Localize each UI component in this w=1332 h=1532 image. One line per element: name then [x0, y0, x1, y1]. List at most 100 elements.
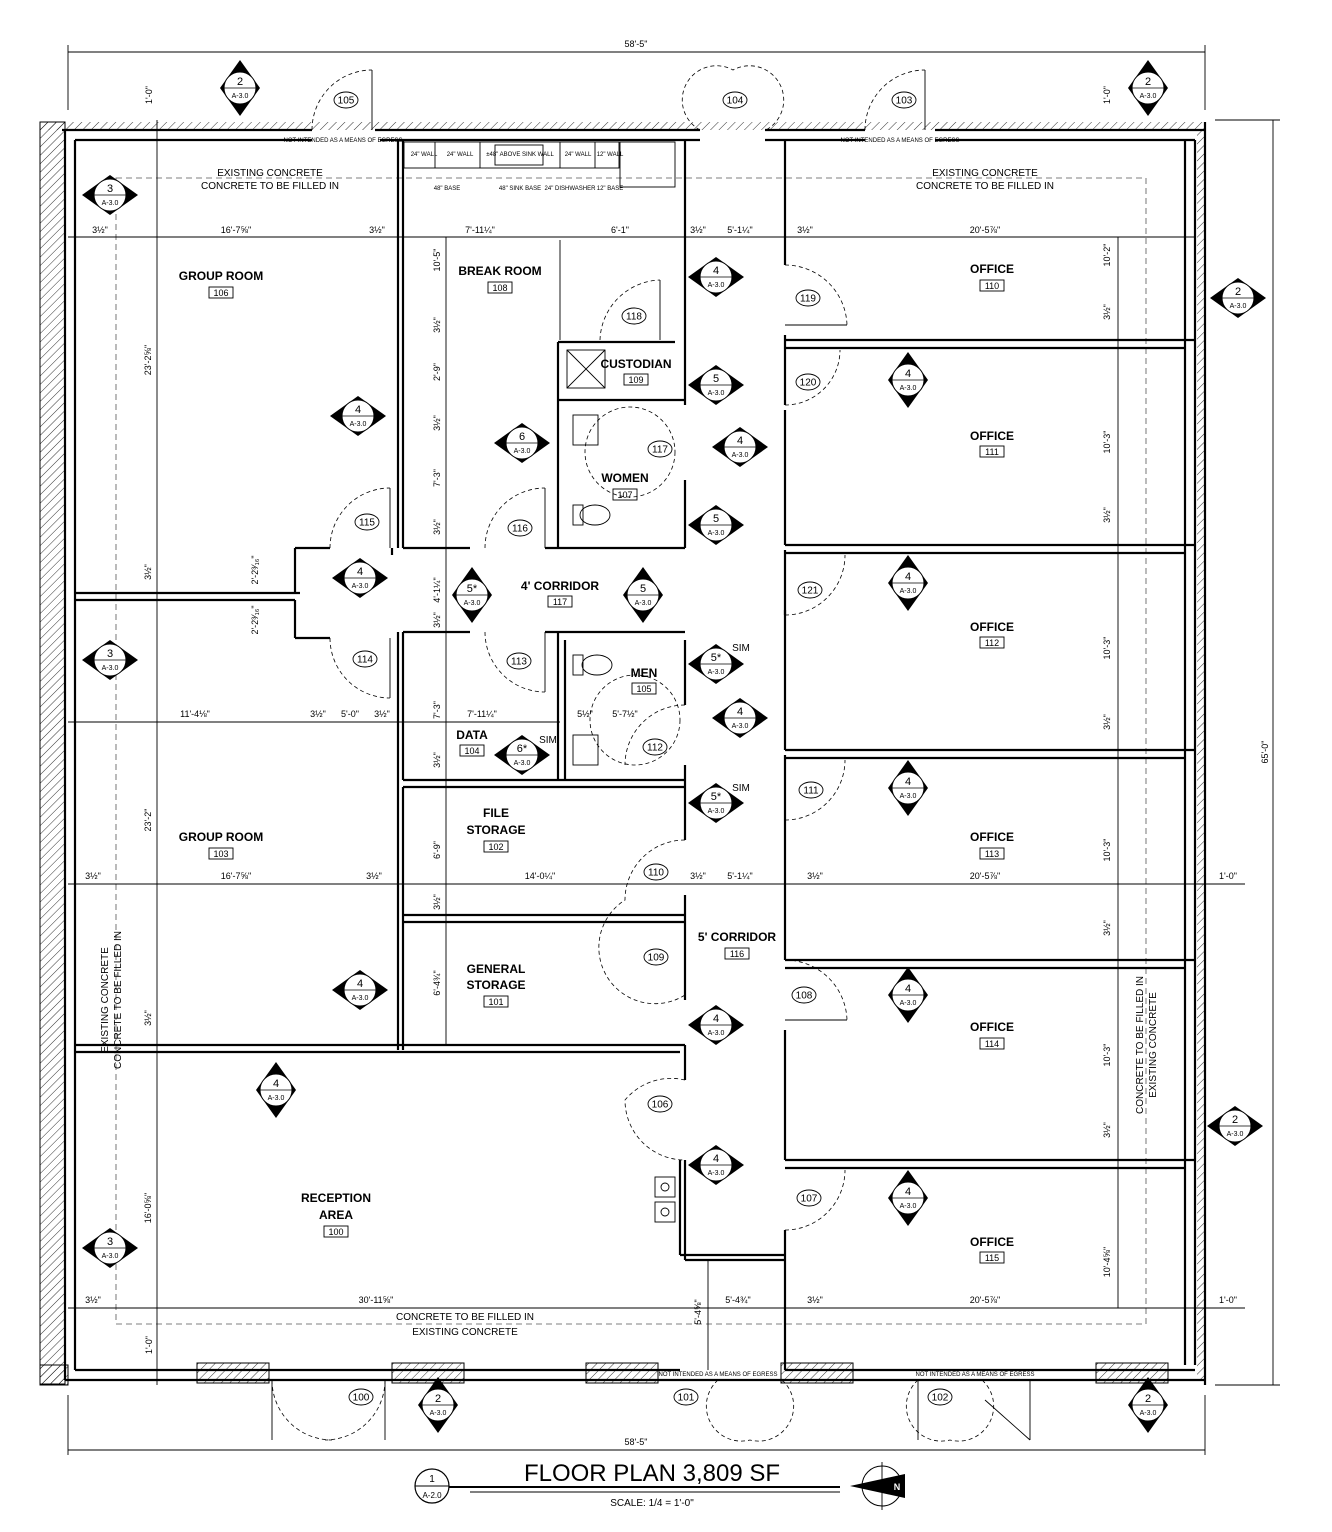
exterior-walls — [39, 121, 1207, 1386]
dim-text: 6'-4¾" — [432, 970, 442, 995]
egress-note: NOT INTENDED AS A MEANS OF EGRESS — [841, 138, 960, 144]
dim-text: 7'-11¼" — [465, 225, 495, 235]
dim-text: 3½" — [1102, 304, 1112, 320]
dim-text: 5'-1¼" — [727, 225, 752, 235]
svg-text:A-3.0: A-3.0 — [708, 1030, 725, 1037]
note-line: CONCRETE TO BE FILLED IN — [113, 931, 124, 1069]
section-marker-3: 3A-3.0 — [82, 640, 138, 680]
svg-text:117: 117 — [553, 597, 567, 607]
note-line: CONCRETE TO BE FILLED IN — [1135, 976, 1146, 1114]
dim-text: 3½" — [310, 709, 326, 719]
title-detail-num: 1 — [429, 1474, 435, 1485]
casework-label: 24" WALL — [447, 152, 474, 158]
svg-text:A-3.0: A-3.0 — [1230, 303, 1247, 310]
svg-text:5: 5 — [713, 373, 719, 385]
door-tag-115: 115 — [354, 513, 380, 531]
overall-dimensions: 58'-5" 58'-5" 65'-0" — [625, 39, 1270, 1447]
svg-text:6: 6 — [519, 431, 525, 443]
dimension-texts: 1'-0" 1'-0" 3½" 16'-7⅝" 3½" 7'-11¼" 6'-1… — [85, 86, 1237, 1354]
section-marker-5star: 5*A-3.0 — [688, 783, 744, 823]
svg-text:A-3.0: A-3.0 — [514, 760, 531, 767]
dim-text: 1'-0" — [1219, 1295, 1237, 1305]
door-tag-118: 118 — [621, 307, 647, 325]
door-tag-100: 100 — [348, 1388, 374, 1406]
svg-text:A-3.0: A-3.0 — [268, 1095, 285, 1102]
note-line: CONCRETE TO BE FILLED IN — [201, 181, 339, 192]
door-tag-114: 114 — [352, 650, 378, 668]
note-line: EXISTING CONCRETE — [932, 168, 1038, 179]
section-marker-4: 4A-3.0 — [688, 1005, 744, 1045]
dim-text: 20'-5⅞" — [970, 871, 1000, 881]
svg-text:5*: 5* — [467, 583, 478, 595]
section-marker-4: 4A-3.0 — [888, 555, 928, 611]
dim-text: 7'-11¼" — [467, 709, 497, 719]
dim-text: 2'-2³⁄₁₆" — [250, 605, 260, 634]
svg-text:OFFICE: OFFICE — [970, 1020, 1014, 1034]
dim-text: 1'-0" — [1219, 871, 1237, 881]
svg-text:112: 112 — [985, 638, 999, 648]
concrete-note-top-left: EXISTING CONCRETE CONCRETE TO BE FILLED … — [201, 168, 339, 192]
svg-text:4: 4 — [713, 1153, 719, 1165]
svg-text:GROUP ROOM: GROUP ROOM — [179, 269, 263, 283]
dimension-lines — [67, 45, 1280, 1455]
dim-text: 7'-3" — [432, 469, 442, 487]
svg-text:N: N — [894, 1482, 901, 1492]
svg-text:A-3.0: A-3.0 — [732, 723, 749, 730]
section-marker-3: 3A-3.0 — [82, 1228, 138, 1268]
svg-text:5' CORRIDOR: 5' CORRIDOR — [698, 930, 777, 944]
svg-text:105: 105 — [338, 96, 355, 107]
svg-text:117: 117 — [652, 445, 668, 456]
door-tag-105: 105 — [333, 91, 359, 109]
svg-text:4: 4 — [355, 404, 361, 416]
svg-text:2: 2 — [1235, 286, 1241, 298]
section-marker-5: 5A-3.0 — [688, 505, 744, 545]
svg-text:5*: 5* — [711, 791, 722, 803]
note-line: CONCRETE TO BE FILLED IN — [916, 181, 1054, 192]
svg-text:A-3.0: A-3.0 — [352, 583, 369, 590]
svg-text:121: 121 — [802, 586, 819, 597]
svg-text:OFFICE: OFFICE — [970, 429, 1014, 443]
svg-text:FILE: FILE — [483, 806, 509, 820]
svg-text:A-3.0: A-3.0 — [350, 421, 367, 428]
room-men-105: MEN 105 — [631, 666, 658, 695]
dim-text: 3½" — [797, 225, 813, 235]
interior-walls — [75, 140, 1195, 1370]
svg-text:108: 108 — [796, 991, 813, 1002]
svg-text:MEN: MEN — [631, 666, 658, 680]
dim-text: 10'-2" — [1102, 244, 1112, 267]
svg-text:105: 105 — [636, 684, 651, 694]
svg-text:107: 107 — [801, 1194, 818, 1205]
door-swings — [271, 65, 1031, 1442]
svg-text:2: 2 — [1145, 76, 1151, 88]
dim-text: 10'-5" — [432, 249, 442, 272]
svg-text:114: 114 — [357, 655, 373, 666]
svg-text:4: 4 — [357, 978, 363, 990]
svg-text:106: 106 — [652, 1100, 669, 1111]
concrete-note-left: EXISTING CONCRETE CONCRETE TO BE FILLED … — [100, 931, 124, 1069]
door-tag-103: 103 — [891, 91, 917, 109]
svg-text:6*: 6* — [517, 743, 528, 755]
dim-text: 3½" — [143, 564, 153, 580]
svg-text:A-3.0: A-3.0 — [514, 448, 531, 455]
dim-text: 2'-9" — [432, 363, 442, 381]
casework — [403, 141, 676, 1223]
svg-text:115: 115 — [985, 1253, 999, 1263]
dim-text: 10'-3" — [1102, 637, 1112, 660]
svg-text:100: 100 — [353, 1393, 370, 1404]
title-block: 1 A-2.0 FLOOR PLAN 3,809 SF SCALE: 1/4 =… — [414, 1460, 840, 1509]
door-tag-110: 110 — [643, 863, 669, 881]
title-detail-sheet: A-2.0 — [422, 1491, 442, 1500]
svg-text:4: 4 — [737, 435, 743, 447]
svg-text:DATA: DATA — [456, 728, 488, 742]
casework-label: 12" WALL — [597, 152, 624, 158]
svg-text:A-3.0: A-3.0 — [102, 1253, 119, 1260]
